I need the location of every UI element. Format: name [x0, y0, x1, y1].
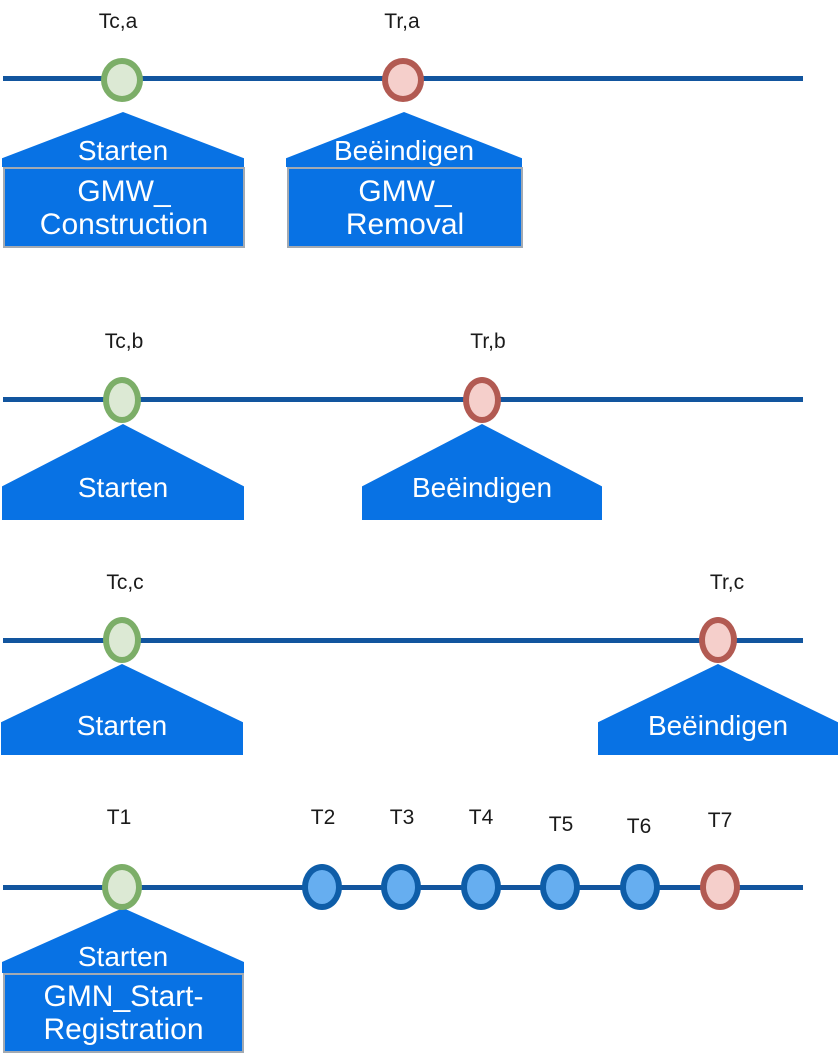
flag-label: Starten [77, 472, 169, 503]
flag-beeindigen-c: Beëindigen [598, 664, 838, 755]
event-label-t2: T2 [310, 806, 336, 829]
event-marker-construction [102, 864, 142, 910]
event-marker-removal [463, 377, 501, 423]
timeline-axis [3, 397, 803, 402]
event-marker-construction [103, 617, 141, 663]
event-marker-construction [103, 377, 141, 423]
event-marker-removal [382, 58, 424, 102]
event-label-tca: Tc,a [98, 10, 138, 33]
event-marker-removal [699, 617, 737, 663]
event-label-tcb: Tc,b [104, 330, 144, 353]
event-label-t5: T5 [548, 813, 574, 836]
flag-label: Starten [77, 941, 169, 972]
event-marker-intermediate [620, 864, 660, 910]
flag-starten-c: Starten [1, 664, 243, 755]
event-marker-construction [101, 58, 143, 102]
event-label-t1: T1 [106, 806, 132, 829]
note-box-line: GMW_ [77, 174, 171, 208]
event-label-t7: T7 [707, 809, 733, 832]
flag-starten-a: Starten [2, 112, 244, 167]
flag-label: Starten [76, 710, 168, 741]
event-label-tra: Tr,a [384, 10, 420, 33]
note-box-line: Construction [39, 207, 209, 241]
event-label-trc: Tr,c [709, 571, 745, 594]
note-box-gmw-removal: GMW_ Removal [287, 167, 523, 248]
note-box-line: GMW_ [358, 174, 452, 208]
event-label-t4: T4 [468, 806, 494, 829]
event-marker-removal [700, 864, 740, 910]
flag-beeindigen-b: Beëindigen [362, 424, 602, 520]
event-marker-intermediate [381, 864, 421, 910]
flag-label: Beëindigen [647, 710, 789, 741]
flag-label: Beëindigen [411, 472, 553, 503]
flag-starten-b: Starten [2, 424, 244, 520]
event-label-trb: Tr,b [470, 330, 506, 353]
event-marker-intermediate [540, 864, 580, 910]
event-marker-intermediate [302, 864, 342, 910]
event-label-tcc: Tc,c [106, 571, 144, 594]
note-box-line: Removal [345, 207, 465, 241]
event-label-t6: T6 [626, 815, 652, 838]
flag-label: Beëindigen [333, 135, 475, 166]
timeline-axis [3, 638, 803, 643]
event-marker-intermediate [461, 864, 501, 910]
flag-label: Starten [77, 135, 169, 166]
flag-starten-t: Starten [2, 908, 244, 973]
note-box-gmn-start-registration: GMN_Start- Registration [3, 973, 244, 1053]
note-box-gmw-construction: GMW_ Construction [3, 167, 245, 248]
note-box-line: Registration [43, 1013, 204, 1046]
flag-beeindigen-a: Beëindigen [286, 112, 522, 167]
event-label-t3: T3 [389, 806, 415, 829]
note-box-line: GMN_Start- [43, 980, 204, 1013]
